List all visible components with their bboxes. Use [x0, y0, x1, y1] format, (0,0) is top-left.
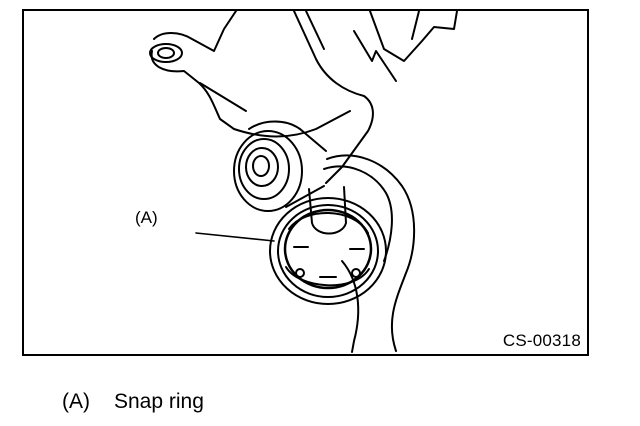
- callout-label-a: (A): [135, 208, 158, 227]
- housing-outline: [326, 154, 416, 352]
- pivot-bushing: [233, 130, 303, 212]
- shift-lever-body: [293, 11, 374, 184]
- snap-ring-outer: [269, 197, 387, 305]
- legend-text: Snap ring: [114, 390, 204, 413]
- figure-frame: CS-00318: [22, 9, 589, 356]
- shift-lever-bracket: [153, 11, 237, 52]
- lever-shaft: [308, 186, 347, 235]
- legend-key: (A): [62, 390, 90, 413]
- snap-ring-illustration: [149, 11, 458, 353]
- figure-code: CS-00318: [502, 331, 581, 350]
- housing-inner-edge: [323, 165, 393, 262]
- snap-ring: [283, 208, 373, 290]
- legend-item: (A) Snap ring: [62, 390, 204, 414]
- callout-leader-a: [195, 232, 275, 242]
